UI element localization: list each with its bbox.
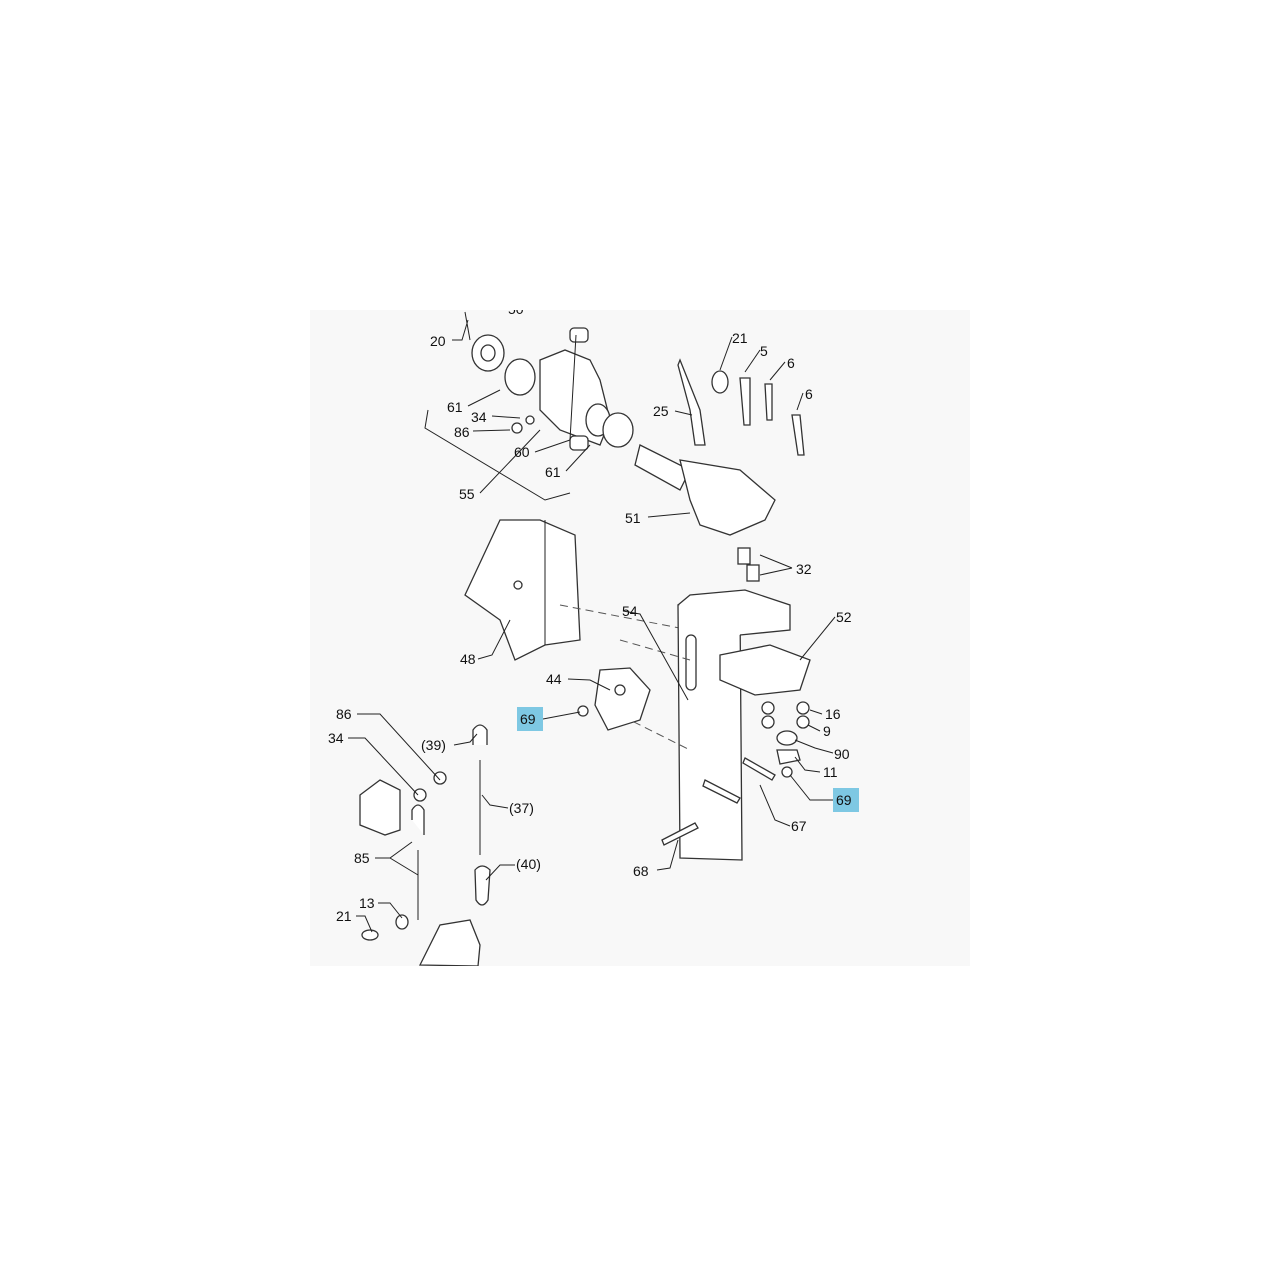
coupling-housing (424, 311, 634, 501)
highlight-69 (517, 707, 543, 731)
callout-labels: 20 50 61 34 86 60 61 55 21 5 6 6 25 51 3… (328, 310, 859, 924)
callout-60[interactable]: 60 (514, 444, 530, 460)
callout-34[interactable]: 34 (471, 409, 487, 425)
callout-48[interactable]: 48 (460, 651, 476, 667)
callout-16[interactable]: 16 (825, 706, 841, 722)
post-54 (577, 589, 811, 861)
callout-67[interactable]: 67 (791, 818, 807, 834)
callout-34[interactable]: 34 (328, 730, 344, 746)
parts-diagram: 20 50 61 34 86 60 61 55 21 5 6 6 25 51 3… (310, 310, 970, 966)
callout-61[interactable]: 61 (447, 399, 463, 415)
exploded-view-drawing: 20 50 61 34 86 60 61 55 21 5 6 6 25 51 3… (328, 310, 859, 966)
callout-9[interactable]: 9 (823, 723, 831, 739)
callout-6[interactable]: 6 (805, 386, 813, 402)
callout-20[interactable]: 20 (430, 333, 446, 349)
callout-25[interactable]: 25 (653, 403, 669, 419)
callout-39[interactable]: (39) (421, 737, 446, 753)
callout-51[interactable]: 51 (625, 510, 641, 526)
callout-69-highlighted[interactable]: 69 (836, 792, 852, 808)
callout-21[interactable]: 21 (336, 908, 352, 924)
callout-21[interactable]: 21 (732, 330, 748, 346)
callout-50[interactable]: 50 (508, 310, 524, 317)
bracket-48 (464, 519, 691, 661)
callout-61[interactable]: 61 (545, 464, 561, 480)
callout-86[interactable]: 86 (454, 424, 470, 440)
callout-86[interactable]: 86 (336, 706, 352, 722)
chains (359, 724, 491, 966)
callout-90[interactable]: 90 (834, 746, 850, 762)
highlight-69 (833, 788, 859, 812)
callout-52[interactable]: 52 (836, 609, 852, 625)
callout-40[interactable]: (40) (516, 856, 541, 872)
callout-44[interactable]: 44 (546, 671, 562, 687)
callout-37[interactable]: (37) (509, 800, 534, 816)
callout-6[interactable]: 6 (787, 355, 795, 371)
hitch-head (634, 358, 805, 582)
callout-13[interactable]: 13 (359, 895, 375, 911)
callout-68[interactable]: 68 (633, 863, 649, 879)
callout-69-highlighted[interactable]: 69 (520, 711, 536, 727)
leader-lines (348, 319, 836, 933)
callout-32[interactable]: 32 (796, 561, 812, 577)
callout-11[interactable]: 11 (823, 764, 838, 780)
callout-54[interactable]: 54 (622, 603, 638, 619)
callout-5[interactable]: 5 (760, 343, 768, 359)
callout-85[interactable]: 85 (354, 850, 370, 866)
callout-55[interactable]: 55 (459, 486, 475, 502)
